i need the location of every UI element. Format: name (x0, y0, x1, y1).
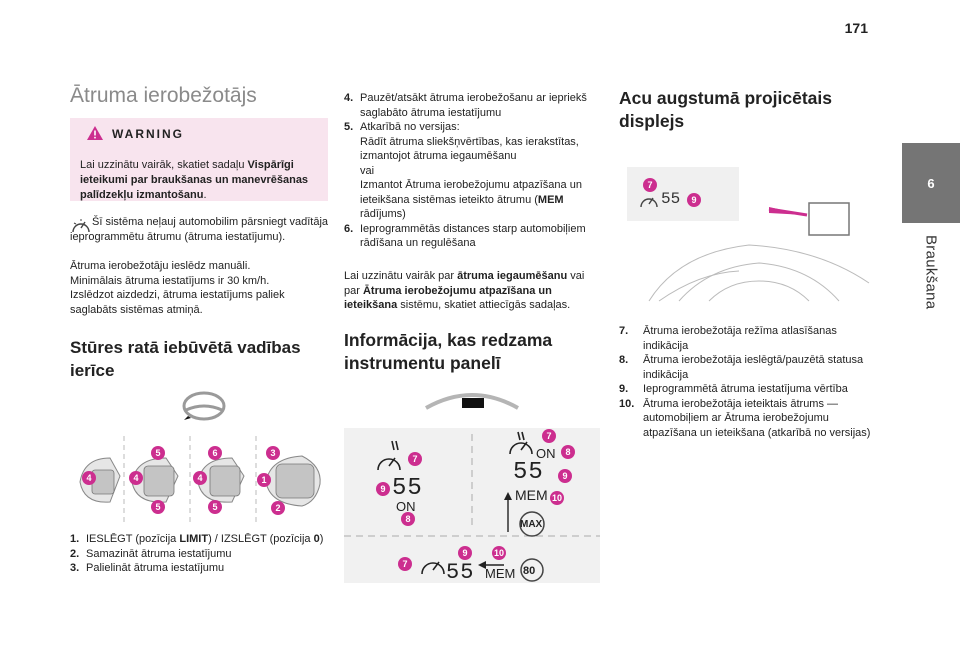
steering-control-diagram (79, 436, 321, 526)
list-item: 4.Pauzēt/atsākt ātruma ierobežošanu ar i… (344, 92, 587, 119)
intro-line-3: Minimālais ātruma iestatījums ir 30 km/h… (70, 274, 270, 287)
intro-line-2: Ātruma ierobežotāju ieslēdz manuāli. (70, 260, 251, 272)
display-on: ON (396, 499, 416, 514)
callout-9: 9 (376, 482, 390, 496)
chapter-number: 6 (902, 143, 960, 223)
list-item: 2.Samazināt ātruma iestatījumu (70, 547, 232, 560)
display-mem: MEM (515, 487, 548, 503)
callout-6: 6 (208, 446, 222, 460)
chapter-tab: 6 Braukšana (902, 143, 960, 613)
display-mem: MEM (485, 566, 516, 581)
callout-9: 9 (687, 193, 701, 207)
list-item: 10.Ātruma ierobežotāja ieteiktais ātrums… (619, 397, 871, 439)
list-item: 8.Ātruma ierobežotāja ieslēgtā/pauzētā s… (619, 354, 864, 381)
callout-5: 5 (151, 446, 165, 460)
callout-5: 5 (208, 500, 222, 514)
chapter-label: Braukšana (922, 235, 940, 310)
warning-text: Lai uzzinātu vairāk, skatiet sadaļu Visp… (80, 159, 309, 201)
hud-value: 55 (661, 190, 681, 208)
section-title-instrument-panel: Informācija, kas redzama instrumentu pan… (344, 330, 553, 373)
list-item: 5. Atkarībā no versijas: Rādīt ātruma sl… (344, 121, 582, 220)
callout-9: 9 (458, 546, 472, 560)
display-dashes: 55 (446, 560, 475, 585)
warning-title: WARNING (112, 127, 184, 141)
callout-4: 4 (193, 471, 207, 485)
callout-7: 7 (398, 557, 412, 571)
list-item: 9.Ieprogrammētā ātruma iestatījuma vērtī… (619, 383, 848, 395)
control-list: 1. IESLĒGT (pozīcija LIMIT) / IZSLĒGT (p… (70, 532, 328, 576)
instrument-panel-icon (425, 393, 519, 410)
display-dashes: 55 (392, 475, 423, 502)
list-item: 1. IESLĒGT (pozīcija LIMIT) / IZSLĒGT (p… (70, 533, 324, 545)
list-item: 6.Ieprogrammētās distances starp automob… (344, 222, 586, 250)
callout-2: 2 (271, 501, 285, 515)
more-info-note: Lai uzzinātu vairāk par ātruma iegaumēša… (344, 270, 585, 311)
display-max: MAX (520, 519, 543, 530)
callout-8: 8 (561, 445, 575, 459)
warning-box: WARNING Lai uzzinātu vairāk, skatiet sad… (70, 118, 328, 201)
speedometer-icon (72, 219, 90, 233)
callout-10: 10 (550, 491, 564, 505)
warning-icon (87, 126, 103, 140)
page-number: 171 (844, 20, 868, 36)
display-dashes: 55 (513, 459, 544, 486)
section-title-steering-control: Stūres ratā iebūvētā vadības ierīce (70, 338, 301, 380)
callout-7: 7 (643, 178, 657, 192)
control-list-continued: 4.Pauzēt/atsākt ātruma ierobežošanu ar i… (344, 91, 600, 251)
hud-legend-list: 7.Ātruma ierobežotāja režīma atlasīšanas… (619, 324, 875, 440)
display-on: ON (536, 446, 556, 461)
callout-8: 8 (401, 512, 415, 526)
steering-wheel-icon (182, 391, 226, 421)
list-item: 7.Ātruma ierobežotāja režīma atlasīšanas… (619, 325, 837, 352)
callout-7: 7 (542, 429, 556, 443)
instrument-panel-diagram (344, 428, 600, 583)
callout-4: 4 (82, 471, 96, 485)
list-item: 3.Palielināt ātruma iestatījumu (70, 562, 225, 574)
section-title-hud: Acu augstumā projicētais displejs (619, 88, 832, 131)
callout-5: 5 (151, 500, 165, 514)
warning-header: WARNING (70, 118, 328, 148)
callout-10: 10 (492, 546, 506, 560)
display-speed: 80 (523, 565, 536, 577)
callout-3: 3 (266, 446, 280, 460)
callout-4: 4 (129, 471, 143, 485)
intro-line-4: Izslēdzot aizdedzi, ātruma iestatījums p… (70, 289, 285, 316)
callout-9: 9 (558, 469, 572, 483)
callout-7: 7 (408, 452, 422, 466)
intro-line-1: Šī sistēma neļauj automobilim pārsniegt … (70, 216, 329, 243)
section-title-speed-limiter: Ātruma ierobežotājs (70, 84, 257, 107)
hud-diagram (627, 167, 870, 302)
callout-1: 1 (257, 473, 271, 487)
instrument-panel-graphics (344, 431, 600, 582)
